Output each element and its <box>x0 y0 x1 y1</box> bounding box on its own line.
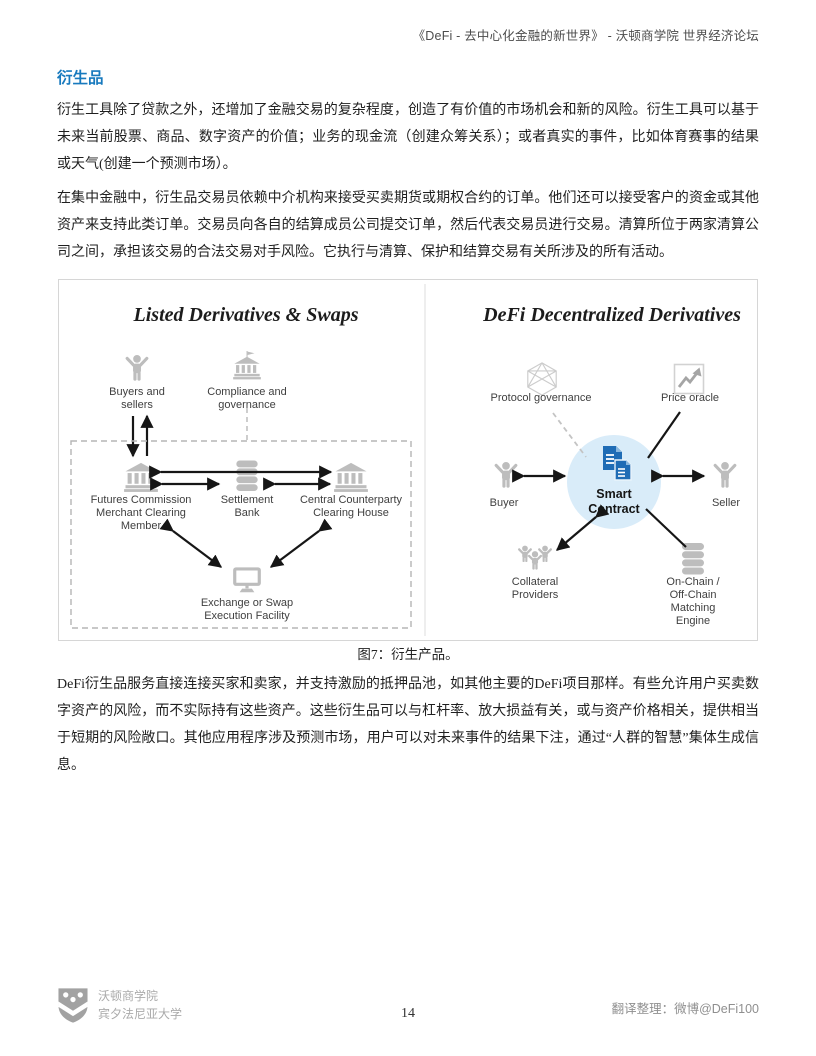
exchange-label: Exchange or Swap Execution Facility <box>200 597 294 622</box>
compliance-bank-flag-icon <box>232 351 262 381</box>
paragraph-3: DeFi衍生品服务直接连接买家和卖家，并支持激励的抵押品池，如其他主要的DeFi… <box>57 677 759 773</box>
right-panel-title: DeFi Decentralized Derivatives <box>483 304 741 326</box>
seller-person-icon <box>711 461 739 489</box>
page-number: 14 <box>401 1006 415 1021</box>
buyer-label: Buyer <box>489 497 519 509</box>
collateral-providers-label: Collateral Providers <box>511 576 559 601</box>
doc-header: 《DeFi - 去中心化金融的新世界》 - 沃顿商学院 世界经济论坛 <box>412 29 759 43</box>
figure-caption: 图7：衍生产品。 <box>357 647 459 662</box>
paragraph-1: 衍生工具除了贷款之外，还增加了金融交易的复杂程度，创造了有价值的市场机会和新的风… <box>57 103 759 172</box>
footer-org-line1: 沃顿商学院 <box>98 989 159 1003</box>
footer-org-line2: 宾夕法尼亚大学 <box>98 1007 183 1021</box>
ccp-label: Central Counterparty Clearing House <box>299 494 403 519</box>
settlement-bank-database-icon <box>234 460 260 492</box>
seller-label: Seller <box>711 497 741 509</box>
figure-derivatives: Listed Derivatives & Swaps DeFi Decentra… <box>58 279 758 641</box>
matching-engine-database-icon <box>680 543 707 576</box>
footer-organization: 沃顿商学院 宾夕法尼亚大学 <box>98 987 182 1023</box>
protocol-governance-hexagon-icon <box>524 361 560 397</box>
protocol-governance-label: Protocol governance <box>490 392 592 404</box>
translation-credit: 翻译整理：微博@DeFi100 <box>611 1002 759 1016</box>
section-heading: 衍生品 <box>57 70 104 87</box>
smart-contract-documents-icon <box>594 443 636 485</box>
penn-shield-logo-icon <box>57 987 89 1029</box>
settlement-bank-label: Settlement Bank <box>220 494 274 519</box>
compliance-label: Compliance and governance <box>207 386 287 411</box>
exchange-monitor-icon <box>232 567 262 594</box>
fcm-label: Futures Commission Merchant Clearing Mem… <box>90 494 192 532</box>
buyer-person-icon <box>492 461 520 489</box>
matching-engine-label: On-Chain / Off-Chain Matching Engine <box>666 576 720 627</box>
price-oracle-chart-icon <box>673 363 705 395</box>
smart-contract-label: Smart Contract <box>588 487 640 516</box>
buyers-sellers-person-icon <box>123 354 151 382</box>
ccp-bank-icon <box>334 462 368 493</box>
paragraph-2: 在集中金融中，衍生品交易员依赖中介机构来接受买卖期货或期权合约的订单。他们还可以… <box>57 191 759 260</box>
price-oracle-label: Price oracle <box>660 392 720 404</box>
collateral-providers-people-icon <box>516 543 554 576</box>
buyers-sellers-label: Buyers and sellers <box>109 386 165 411</box>
fcm-bank-icon <box>124 462 158 493</box>
left-panel-title: Listed Derivatives & Swaps <box>133 304 359 326</box>
